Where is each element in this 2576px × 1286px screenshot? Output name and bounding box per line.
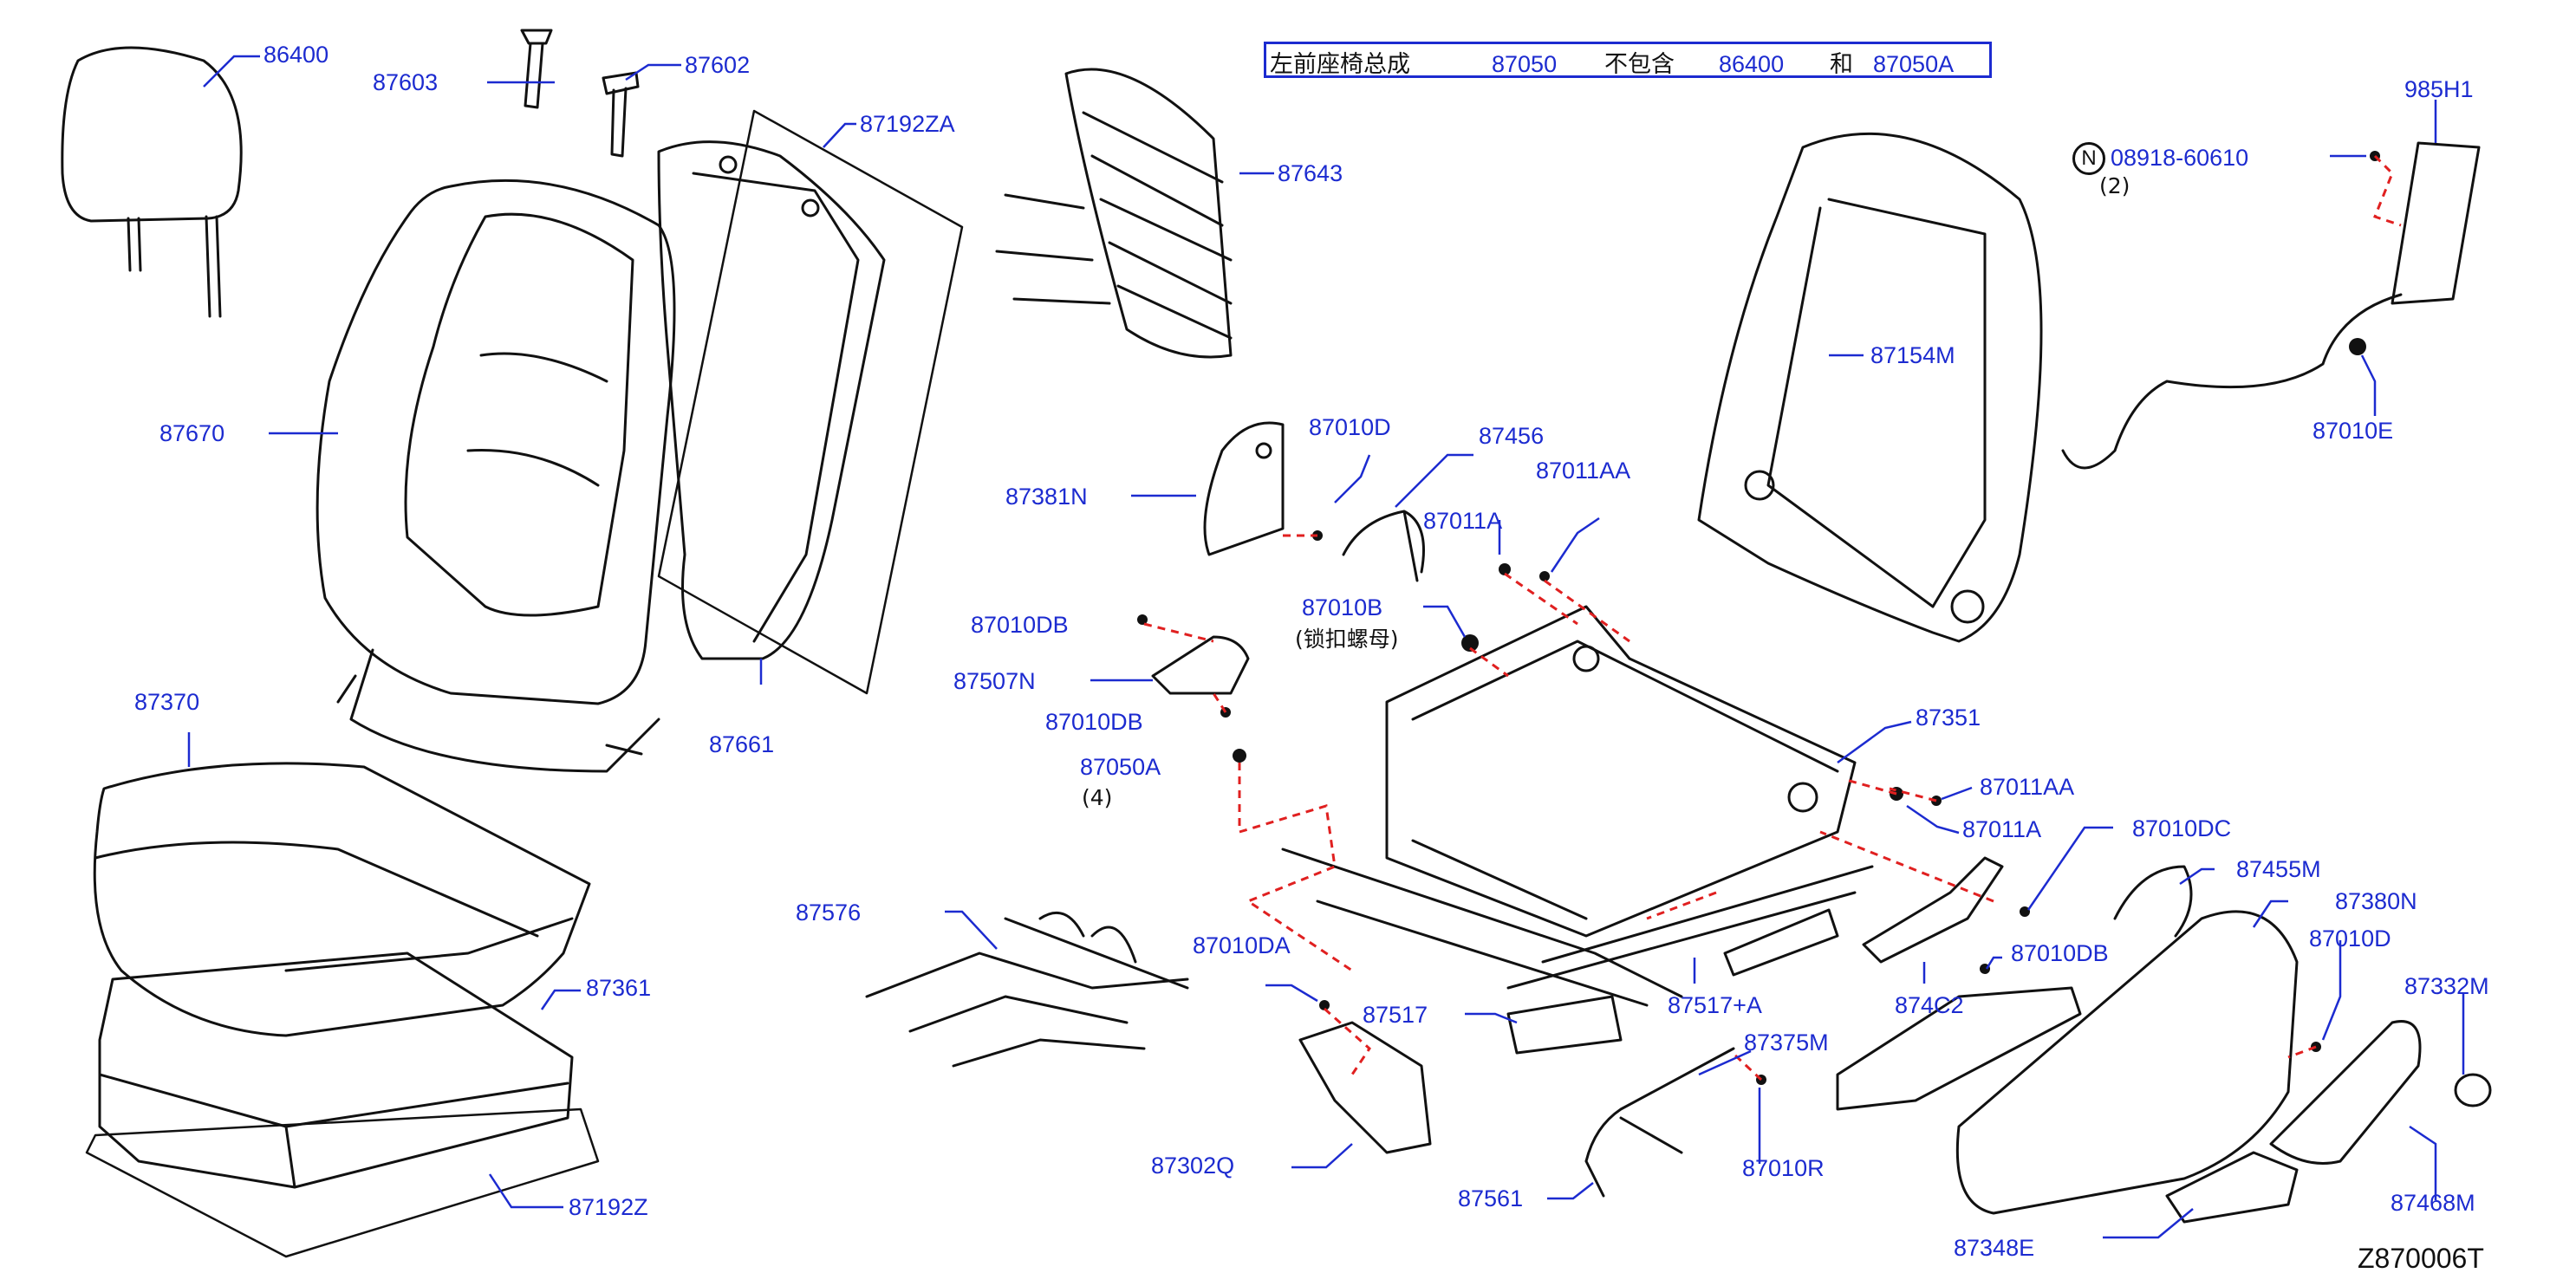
label-87010DB-a[interactable]: 87010DB xyxy=(971,612,1069,638)
lock-nut-note: (锁扣螺母) xyxy=(1295,627,1399,652)
spring-mat-87643 xyxy=(995,68,1233,359)
label-86400[interactable]: 86400 xyxy=(263,42,329,68)
label-87602[interactable]: 87602 xyxy=(685,52,751,78)
label-87456[interactable]: 87456 xyxy=(1479,423,1545,449)
label-87380N[interactable]: 87380N xyxy=(2335,888,2417,914)
label-87375M[interactable]: 87375M xyxy=(1744,1029,1829,1055)
assembly-note-box: 左前座椅总成 87050 不包含 86400 和 87050A xyxy=(1264,42,1992,78)
label-87010R[interactable]: 87010R xyxy=(1742,1155,1825,1181)
label-87010DB-c[interactable]: 87010DB xyxy=(2011,940,2109,966)
headrest-guide-87602 xyxy=(602,71,640,158)
seat-frame-87351 xyxy=(1281,605,1874,1007)
label-87154M[interactable]: 87154M xyxy=(1870,342,1955,368)
knob-87332M xyxy=(2454,1073,2492,1107)
wire-87456 xyxy=(1342,510,1425,582)
label-87011AA-b[interactable]: 87011AA xyxy=(1980,774,2075,800)
cover-87375M xyxy=(1836,986,2082,1111)
shield-87380N xyxy=(1955,910,2299,1215)
plane-87192Z xyxy=(85,1107,600,1258)
cover-87468M xyxy=(2269,1020,2422,1165)
cushion-pad-87361 xyxy=(98,952,574,1189)
label-87010B[interactable]: 87010B xyxy=(1302,594,1383,620)
spring-87576 xyxy=(865,911,1189,1068)
module-985H1 xyxy=(2061,141,2481,470)
and-text: 和 xyxy=(1830,51,1853,78)
rail-87517 xyxy=(1506,995,1623,1055)
leader-lines xyxy=(187,55,2465,1239)
label-87010DC[interactable]: 87010DC xyxy=(2132,815,2232,841)
label-87643[interactable]: 87643 xyxy=(1278,160,1343,186)
seatback-panel-87661 xyxy=(657,140,886,660)
seatback-frame-87154M xyxy=(1697,132,2043,643)
assembly-code: 87050 xyxy=(1492,51,1558,77)
bracket-87302Q xyxy=(1298,1021,1432,1154)
plane-87192ZA xyxy=(657,109,964,695)
label-87192ZA[interactable]: 87192ZA xyxy=(860,111,955,137)
label-87561[interactable]: 87561 xyxy=(1458,1185,1524,1211)
label-87010DA[interactable]: 87010DA xyxy=(1193,932,1291,958)
excluded-part-1: 86400 xyxy=(1719,51,1785,77)
label-87348E[interactable]: 87348E xyxy=(1954,1235,2035,1261)
label-874C2[interactable]: 874C2 xyxy=(1895,992,1964,1018)
label-87010E[interactable]: 87010E xyxy=(2313,418,2394,444)
label-87332M[interactable]: 87332M xyxy=(2404,973,2489,999)
label-87517[interactable]: 87517 xyxy=(1363,1002,1428,1028)
excluded-part-2: 87050A xyxy=(1873,51,1955,77)
headrest-guide-87603 xyxy=(520,29,553,109)
wire-87455M xyxy=(2113,865,2193,938)
label-87381N[interactable]: 87381N xyxy=(1005,484,1088,510)
label-87302Q[interactable]: 87302Q xyxy=(1151,1153,1235,1179)
cover-87348E xyxy=(2165,1151,2299,1224)
label-87661[interactable]: 87661 xyxy=(709,731,775,757)
excludes-text: 不包含 xyxy=(1604,51,1675,78)
label-87455M[interactable]: 87455M xyxy=(2236,856,2321,882)
seatback-cover-87670 xyxy=(315,179,676,773)
label-87507N[interactable]: 87507N xyxy=(953,668,1036,694)
link-87507N xyxy=(1151,635,1250,695)
label-87010D-a[interactable]: 87010D xyxy=(1309,414,1391,440)
headrest-86400 xyxy=(61,46,243,318)
label-87011A-b[interactable]: 87011A xyxy=(1962,816,2042,842)
diagram-code: Z870006T xyxy=(2358,1243,2484,1274)
qty-2-note: (2) xyxy=(2099,173,2130,198)
label-87576[interactable]: 87576 xyxy=(796,900,862,926)
label-87192Z[interactable]: 87192Z xyxy=(569,1194,648,1220)
label-87351[interactable]: 87351 xyxy=(1916,705,1981,731)
rail-87517A xyxy=(1723,908,1839,977)
label-87517A[interactable]: 87517+A xyxy=(1668,992,1762,1018)
label-87010D-b[interactable]: 87010D xyxy=(2309,926,2391,952)
label-87010DB-b[interactable]: 87010DB xyxy=(1045,709,1143,735)
label-87011A-a[interactable]: 87011A xyxy=(1423,508,1503,534)
label-985H1[interactable]: 985H1 xyxy=(2404,76,2474,102)
qty-4-note: (4) xyxy=(1082,785,1113,810)
label-87361[interactable]: 87361 xyxy=(586,975,652,1001)
label-87370[interactable]: 87370 xyxy=(134,689,200,715)
label-08918-60610[interactable]: 08918-60610 xyxy=(2111,145,2249,171)
cushion-cover-87370 xyxy=(93,762,591,1037)
label-87468M[interactable]: 87468M xyxy=(2391,1190,2475,1216)
assembly-text: 左前座椅总成 xyxy=(1270,51,1410,78)
lever-87561 xyxy=(1584,1047,1735,1198)
label-87011AA-a[interactable]: 87011AA xyxy=(1536,458,1631,484)
n-mark-icon: N xyxy=(2072,142,2105,175)
label-87050A[interactable]: 87050A xyxy=(1080,754,1161,780)
label-87670[interactable]: 87670 xyxy=(159,420,225,446)
bracket-87381N xyxy=(1203,421,1285,556)
bracket-874C2 xyxy=(1862,856,2004,964)
label-87603[interactable]: 87603 xyxy=(373,69,439,95)
assembly-guides xyxy=(1143,154,2402,1081)
